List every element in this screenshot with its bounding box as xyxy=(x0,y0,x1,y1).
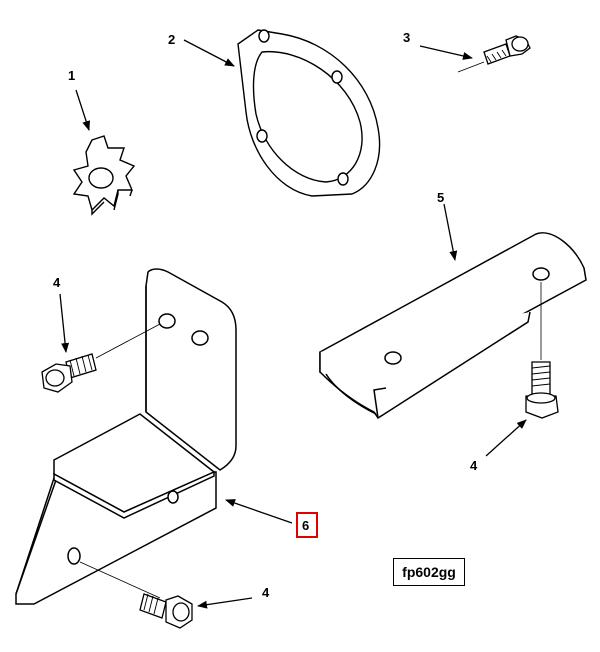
gasket-part-2[interactable] xyxy=(237,29,381,197)
figure-id-label: fp602gg xyxy=(393,558,465,586)
bolt-part-3[interactable] xyxy=(457,35,531,73)
bracket-part-5[interactable] xyxy=(319,232,587,420)
callout-6-highlight-box xyxy=(296,512,318,538)
bolt-part-4-right[interactable] xyxy=(525,361,559,419)
callout-4-right: 4 xyxy=(470,458,478,473)
leader-lines xyxy=(59,39,527,609)
coupler-part-1[interactable] xyxy=(72,135,136,216)
l-bracket-part-6[interactable] xyxy=(15,268,237,605)
callout-4-bottom: 4 xyxy=(262,585,270,600)
callout-2: 2 xyxy=(168,32,175,47)
bolt-part-4-left[interactable] xyxy=(41,353,97,393)
callout-5: 5 xyxy=(437,190,444,205)
bolt-part-4-bottom[interactable] xyxy=(139,593,193,629)
callout-1: 1 xyxy=(68,68,75,83)
callout-4-top: 4 xyxy=(53,275,61,290)
callout-3: 3 xyxy=(403,30,410,45)
callout-6[interactable]: 6 xyxy=(302,518,309,533)
